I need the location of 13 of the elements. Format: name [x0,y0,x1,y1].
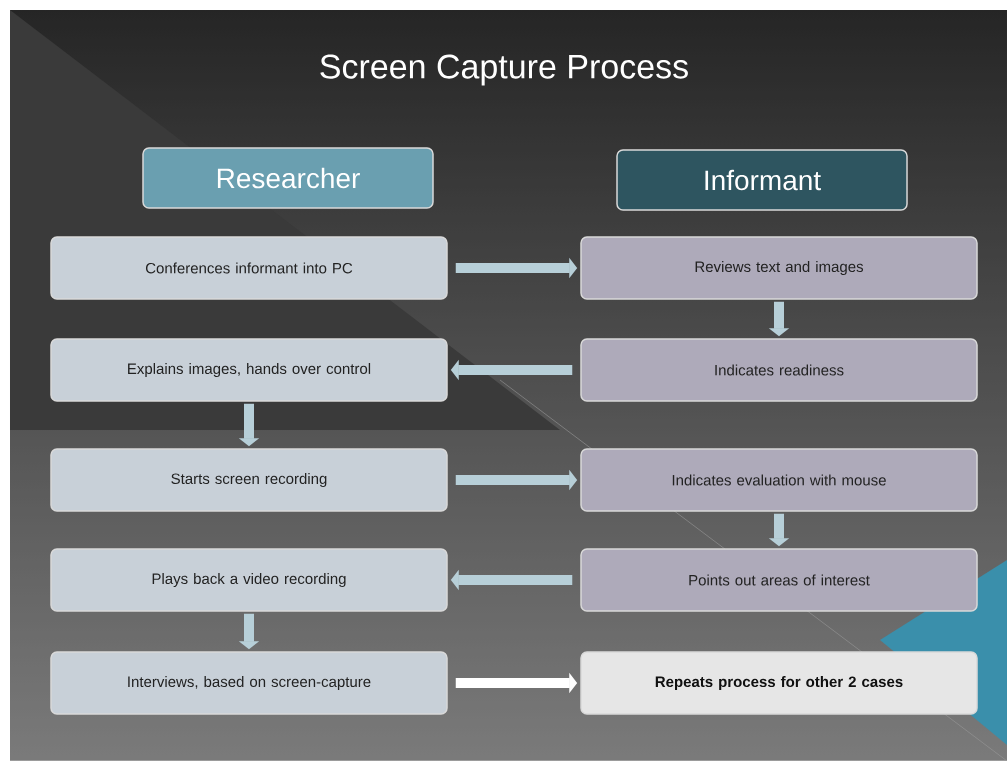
process-box: Indicates evaluation with mouse [580,448,978,512]
process-box: Conferences informant into PC [50,236,448,300]
header-box: Researcher [142,147,434,209]
header-box: Informant [616,149,908,211]
process-box: Reviews text and images [580,236,978,300]
process-box: Explains images, hands over control [50,338,448,402]
process-box: Plays back a video recording [50,548,448,612]
process-box: Points out areas of interest [580,548,978,612]
process-box: Interviews, based on screen-capture [50,651,448,715]
process-box: Starts screen recording [50,448,448,512]
process-box: Indicates readiness [580,338,978,402]
title: Screen Capture Process [320,54,688,86]
process-box: Repeats process for other 2 cases [580,651,978,715]
